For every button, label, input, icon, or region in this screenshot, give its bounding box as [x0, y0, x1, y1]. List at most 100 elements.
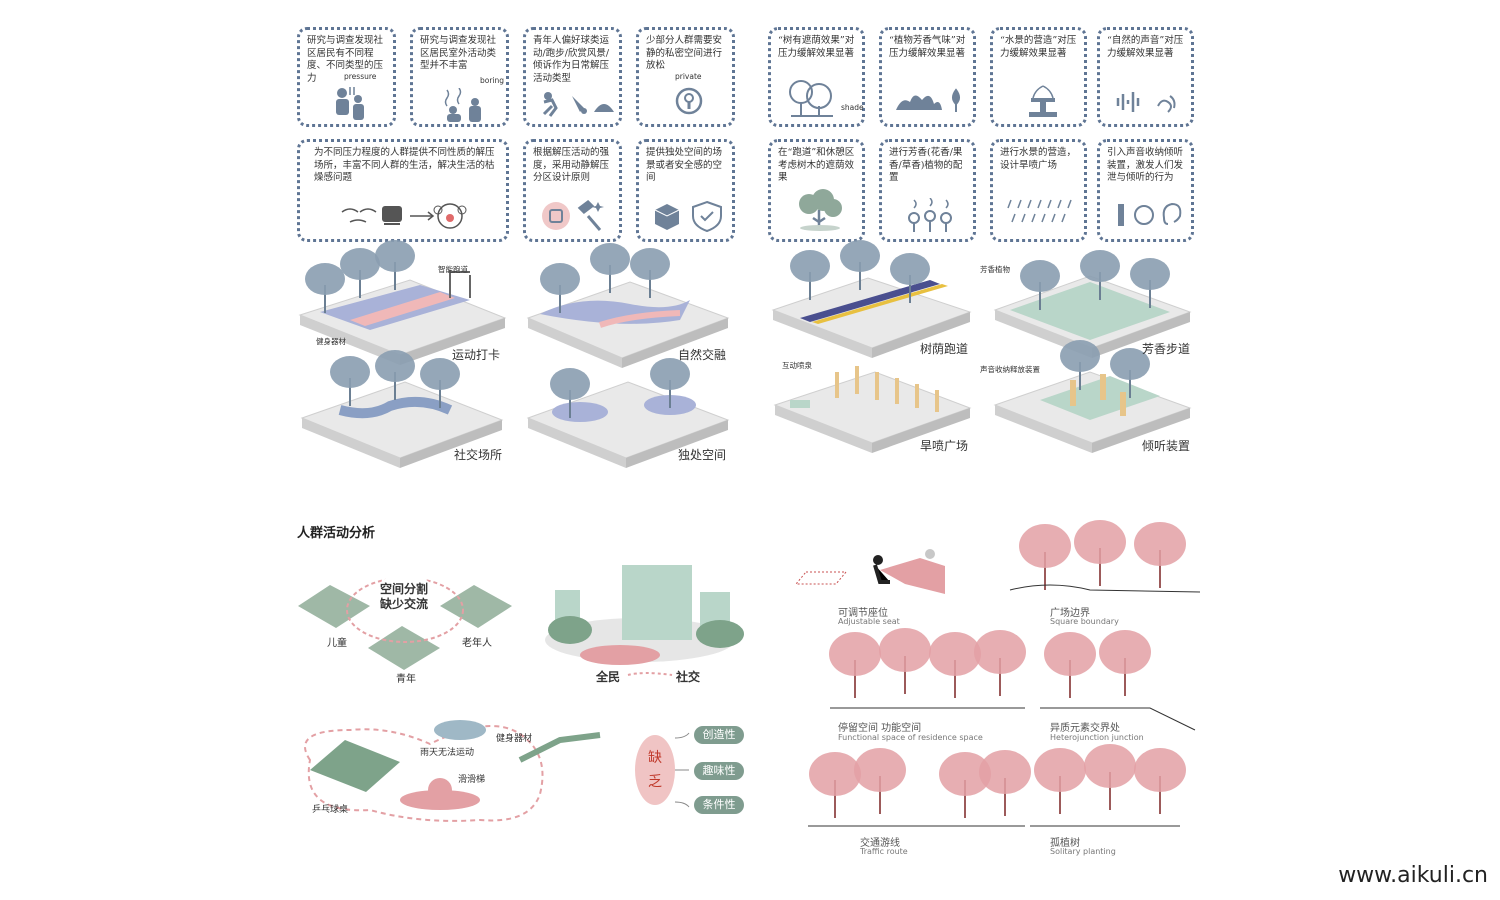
crowd-label: 滑滑梯 [458, 775, 486, 785]
info-card: 少部分人群需要安静的私密空间进行放松 private [636, 27, 735, 127]
crowd-label: 全民 [596, 670, 621, 684]
tree-icon [789, 80, 833, 117]
card-text: 青年人偏好球类运动/跑步/欣赏风景/倾诉作为日常解压活动类型 [533, 35, 610, 84]
card-text: 进行芳香(花香/果香/草香)植物的配置 [889, 147, 963, 183]
info-card-wide: 为不同压力程度的人群提供不同性质的解压场所，丰富不同人群的生活，解决生活的枯燥感… [297, 139, 509, 242]
mood-faces-icon [341, 203, 467, 229]
lack-item: 趣味性 [694, 762, 744, 780]
section-caption: 孤植树 [1050, 838, 1080, 849]
card-text: 为不同压力程度的人群提供不同性质的解压场所，丰富不同人群的生活，解决生活的枯燥感… [314, 147, 495, 183]
lack-item: 创造性 [694, 726, 744, 744]
card-text: 引入声音收纳倾听装置，激发人们发泄与倾听的行为 [1107, 147, 1184, 183]
scene-shade-run-plate [771, 239, 972, 358]
lock-icon [675, 87, 703, 115]
stressed-person-icon [336, 87, 364, 120]
scene-alone-plate [526, 357, 730, 468]
section-caption-en: Adjustable seat [838, 617, 900, 626]
flower-icon [896, 88, 960, 112]
scene-label: 自然交融 [678, 348, 727, 362]
lack-label: 缺 乏 [648, 750, 662, 790]
watermark: www.aikuli.cn [1338, 863, 1488, 888]
fountain-icon [1029, 85, 1057, 117]
info-card: 研究与调查发现社区居民有不同程度、不同类型的压力 pressure [297, 27, 396, 127]
info-card: 进行水景的营造，设计旱喷广场 [990, 139, 1087, 242]
info-card: 研究与调查发现社区居民室外活动类型并不丰富 boring [410, 27, 509, 127]
info-card: 在“跑道”和休憩区考虑树木的遮荫效果 [768, 139, 865, 242]
card-text: “自然的声音”对压力缓解效果显著 [1107, 35, 1184, 59]
rain-icon [1007, 199, 1072, 223]
card-text: 进行水景的营造，设计旱喷广场 [1000, 147, 1077, 171]
callout: 健身器材 [316, 337, 346, 346]
section-caption-en: Square boundary [1050, 617, 1119, 626]
crowd-label: 老年人 [462, 638, 492, 649]
card-tag: shade [841, 103, 864, 112]
callout: 智能跑道 [438, 265, 468, 274]
crowd-label: 青年 [396, 674, 416, 685]
scene-label: 倾听装置 [1142, 439, 1191, 453]
sports-icon [542, 92, 614, 117]
section-caption-en: Traffic route [860, 847, 908, 856]
scene-label: 运动打卡 [452, 348, 501, 362]
scene-aroma-walk-plate [993, 249, 1192, 358]
scene-label: 旱喷广场 [920, 439, 969, 453]
scene-label: 社交场所 [454, 448, 503, 462]
lack-item: 条件性 [694, 796, 744, 814]
section-caption-en: Solitary planting [1050, 847, 1116, 856]
info-card: “植物芳香气味”对压力缓解效果显著 [879, 27, 976, 127]
section-caption: 异质元素交界处 [1050, 723, 1120, 734]
crowd-label: 乒乓球桌 [312, 805, 349, 815]
scene-label: 独处空间 [678, 448, 727, 462]
zoning-icon [542, 200, 604, 231]
section-caption: 停留空间 功能空间 [838, 723, 922, 734]
info-card: 提供独处空间的场景或者安全感的空间 [636, 139, 735, 242]
info-card: 进行芳香(花香/果香/草香)植物的配置 [879, 139, 976, 242]
section-caption-en: Heterojunction junction [1050, 733, 1144, 742]
card-tag: private [675, 72, 702, 81]
crowd-label: 儿童 [327, 638, 347, 649]
tree-shade-icon [799, 189, 842, 231]
shield-icon [654, 200, 722, 232]
info-card: 引入声音收纳倾听装置，激发人们发泄与倾听的行为 [1097, 139, 1194, 242]
scene-label: 芳香步道 [1142, 342, 1191, 356]
card-text: “水景的营造”对压力缓解效果显著 [1000, 35, 1077, 59]
crowd-label: 雨天无法运动 [420, 748, 475, 758]
info-card: 根据解压活动的强度，采用动静解压分区设计原则 [523, 139, 622, 242]
card-text: 在“跑道”和休憩区考虑树木的遮荫效果 [778, 147, 855, 183]
card-text: 研究与调查发现社区居民有不同程度、不同类型的压力 [307, 35, 384, 84]
card-tag: boring [480, 76, 505, 85]
card-text: 少部分人群需要安静的私密空间进行放松 [646, 35, 723, 71]
scene-nature-plate [526, 242, 730, 368]
section-caption: 交通游线 [860, 838, 900, 849]
scene-dry-fountain-plate [773, 366, 972, 453]
crowd-label: 健身器材 [496, 734, 533, 744]
info-card: “树有遮荫效果”对压力缓解效果显著 shade [768, 27, 865, 127]
crowd-split-label: 空间分割 缺少交流 [380, 582, 429, 611]
section-title: 人群活动分析 [297, 526, 376, 541]
info-card: 青年人偏好球类运动/跑步/欣赏风景/倾诉作为日常解压活动类型 [523, 27, 622, 127]
scene-listen-plate [993, 339, 1192, 453]
scene-label: 树荫跑道 [920, 342, 969, 356]
sound-icon [1116, 92, 1176, 113]
ear-icon [1118, 202, 1182, 226]
callout: 互动喷泉 [782, 361, 812, 370]
callout: 芳香植物 [980, 265, 1010, 274]
card-text: 提供独处空间的场景或者安全感的空间 [646, 147, 723, 183]
info-card: “水景的营造”对压力缓解效果显著 [990, 27, 1087, 127]
scene-social-plate [300, 349, 504, 468]
aroma-icon [908, 198, 952, 232]
info-card: “自然的声音”对压力缓解效果显著 [1097, 27, 1194, 127]
card-text: “树有遮荫效果”对压力缓解效果显著 [778, 35, 855, 59]
scene-sport-plate [298, 239, 507, 365]
section-caption-en: Functional space of residence space [838, 733, 983, 742]
section-caption: 广场边界 [1050, 608, 1090, 619]
card-text: 研究与调查发现社区居民室外活动类型并不丰富 [420, 35, 497, 71]
card-text: “植物芳香气味”对压力缓解效果显著 [889, 35, 966, 59]
card-tag: pressure [344, 72, 377, 81]
crowd-label: 社交 [676, 670, 701, 684]
section-caption: 可调节座位 [838, 608, 888, 619]
callout: 声音收纳释放装置 [980, 365, 1040, 374]
card-text: 根据解压活动的强度，采用动静解压分区设计原则 [533, 147, 610, 183]
